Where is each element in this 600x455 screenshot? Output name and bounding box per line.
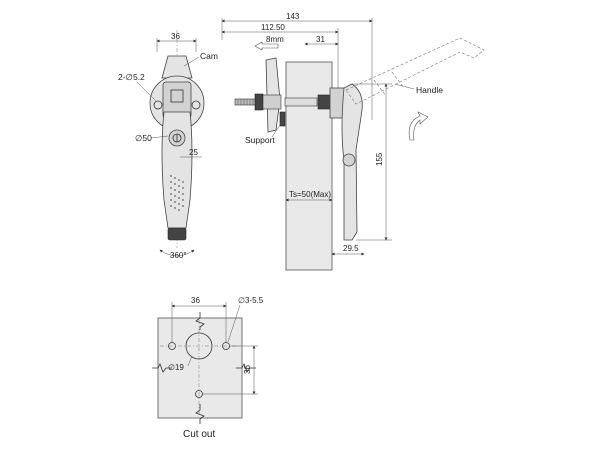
spacer <box>317 94 331 110</box>
cutout-view: 36 ∅3-5.5 ∅19 36 Cut out <box>152 296 264 440</box>
dim-cut-holes: ∅3-5.5 <box>238 296 264 305</box>
support-nut <box>279 111 286 127</box>
break-mark-right <box>236 363 256 373</box>
cam-block <box>262 94 282 110</box>
dim-overall-143: 143 <box>286 12 300 21</box>
handle-body <box>161 111 193 229</box>
cutout-hole-bottom <box>195 390 203 398</box>
shaft <box>284 97 318 107</box>
dim-height-155: 155 <box>375 152 384 166</box>
mount-hole-left <box>153 100 163 110</box>
dim-112-50: 112.50 <box>261 23 285 32</box>
handle-tip <box>167 227 187 241</box>
front-view: 36 Cam 2-∅5.2 ∅50 25 <box>118 30 218 260</box>
panel-door <box>285 61 333 271</box>
grip-texture <box>170 175 184 211</box>
break-mark-top <box>195 312 205 330</box>
label-cut-out: Cut out <box>183 429 215 440</box>
cam-plate <box>161 55 193 79</box>
mount-hole-right <box>191 100 201 110</box>
label-handle: Handle <box>416 85 443 95</box>
dim-cut-dia: ∅19 <box>168 363 184 372</box>
ghost-detail <box>373 71 405 97</box>
cut-holes-leader <box>227 304 241 343</box>
hex-nut <box>254 93 264 111</box>
break-mark-bottom <box>195 404 205 424</box>
label-rotation: 360° <box>170 251 187 260</box>
label-travel: 8mm <box>266 35 284 44</box>
rotate-arrow-icon <box>408 111 429 141</box>
dim-dia-50: ∅50 <box>135 133 152 143</box>
label-panel-thickness: Ts=50(Max) <box>289 190 331 199</box>
dim-31: 31 <box>316 35 325 44</box>
travel-arrow <box>254 41 279 51</box>
dim-cut-width: 36 <box>191 296 200 305</box>
handle-leader <box>394 83 415 90</box>
dia50-leader <box>150 135 169 139</box>
label-holes: 2-∅5.2 <box>118 72 145 82</box>
label-cam: Cam <box>200 51 218 61</box>
dim-cut-height: 36 <box>243 365 252 374</box>
rotation-arc <box>159 249 195 257</box>
handle-open-ghost <box>345 37 485 105</box>
square-drive <box>170 89 184 103</box>
side-view: 143 112.50 31 8mm Ts=50(Max) Support <box>221 12 485 271</box>
lock-side <box>342 153 356 167</box>
dim-25: 25 <box>189 148 198 157</box>
break-mark-left <box>152 363 172 373</box>
dim-front-width: 36 <box>171 32 180 41</box>
cut-dia-leader <box>187 355 193 367</box>
cam-leader <box>183 56 200 67</box>
holes-leader <box>136 81 157 102</box>
label-support: Support <box>245 135 275 145</box>
support-leader <box>271 121 283 138</box>
dim-29-5: 29.5 <box>343 244 359 253</box>
